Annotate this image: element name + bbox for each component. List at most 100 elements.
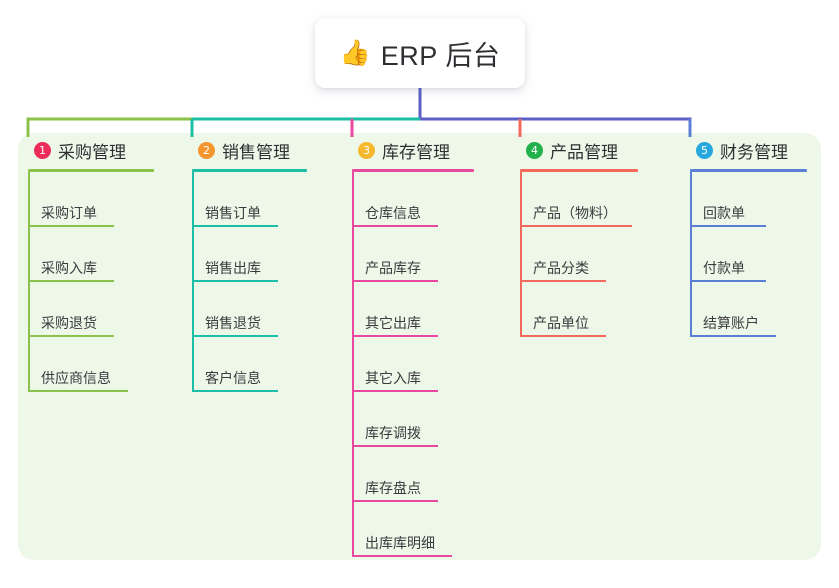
list-item-underline — [28, 225, 114, 227]
list-item[interactable]: 产品（物料） — [510, 172, 638, 227]
list-item[interactable]: 出库库明细 — [342, 502, 474, 557]
root-node-title: ERP 后台 — [380, 40, 501, 71]
root-node-erp-backend[interactable]: 👍 ERP 后台 — [315, 18, 525, 88]
list-item-underline — [352, 225, 438, 227]
list-item[interactable]: 客户信息 — [182, 337, 307, 392]
list-item-label: 产品单位 — [533, 315, 589, 331]
column-spine — [28, 172, 30, 392]
list-item-label: 出库库明细 — [365, 535, 435, 551]
list-item-label: 产品库存 — [365, 260, 421, 276]
column-badge-5: 5 — [696, 141, 713, 159]
list-item-label: 产品分类 — [533, 260, 589, 276]
list-item[interactable]: 采购退货 — [18, 282, 154, 337]
list-item[interactable]: 库存调拨 — [342, 392, 474, 447]
column-title: 产品管理 — [550, 142, 618, 162]
list-item-label: 付款单 — [703, 260, 745, 276]
list-item-underline — [192, 335, 278, 337]
column-header-3[interactable]: 3 库存管理 — [342, 133, 474, 167]
column-items: 销售订单销售出库销售退货客户信息 — [182, 172, 307, 392]
list-item[interactable]: 产品库存 — [342, 227, 474, 282]
column-badge-1: 1 — [34, 141, 51, 159]
list-item-label: 销售出库 — [205, 260, 261, 276]
list-item[interactable]: 销售退货 — [182, 282, 307, 337]
list-item-label: 销售退货 — [205, 315, 261, 331]
list-item-label: 销售订单 — [205, 205, 261, 221]
column-财务管理: 5 财务管理回款单付款单结算账户 — [680, 133, 807, 337]
list-item-label: 采购订单 — [41, 205, 97, 221]
list-item[interactable]: 回款单 — [680, 172, 807, 227]
column-title: 销售管理 — [222, 142, 290, 162]
list-item[interactable]: 付款单 — [680, 227, 807, 282]
list-item-label: 供应商信息 — [41, 370, 111, 386]
list-item[interactable]: 销售订单 — [182, 172, 307, 227]
column-underline — [690, 169, 807, 172]
list-item[interactable]: 其它出库 — [342, 282, 474, 337]
column-spine — [352, 172, 354, 557]
list-item[interactable]: 库存盘点 — [342, 447, 474, 502]
list-item-underline — [192, 280, 278, 282]
list-item-label: 仓库信息 — [365, 205, 421, 221]
column-库存管理: 3 库存管理仓库信息产品库存其它出库其它入库库存调拨库存盘点出库库明细 — [342, 133, 474, 557]
list-item-underline — [520, 280, 606, 282]
column-items: 仓库信息产品库存其它出库其它入库库存调拨库存盘点出库库明细 — [342, 172, 474, 557]
column-badge-4: 4 — [526, 141, 543, 159]
column-header-1[interactable]: 1 采购管理 — [18, 133, 154, 167]
column-spine — [690, 172, 692, 337]
list-item-label: 库存盘点 — [365, 480, 421, 496]
list-item-label: 采购入库 — [41, 260, 97, 276]
column-header-5[interactable]: 5 财务管理 — [680, 133, 807, 167]
list-item[interactable]: 供应商信息 — [18, 337, 154, 392]
list-item-underline — [352, 555, 452, 557]
list-item-underline — [520, 335, 606, 337]
column-title: 库存管理 — [382, 142, 450, 162]
list-item-label: 库存调拨 — [365, 425, 421, 441]
list-item[interactable]: 仓库信息 — [342, 172, 474, 227]
column-header-4[interactable]: 4 产品管理 — [510, 133, 638, 167]
list-item-underline — [690, 280, 766, 282]
column-items: 回款单付款单结算账户 — [680, 172, 807, 337]
list-item-underline — [28, 390, 128, 392]
list-item-label: 产品（物料） — [533, 205, 617, 221]
list-item[interactable]: 其它入库 — [342, 337, 474, 392]
list-item-label: 回款单 — [703, 205, 745, 221]
column-items: 产品（物料） 产品分类产品单位 — [510, 172, 638, 337]
list-item[interactable]: 结算账户 — [680, 282, 807, 337]
list-item-underline — [690, 225, 766, 227]
column-title: 采购管理 — [58, 142, 126, 162]
list-item-underline — [352, 390, 438, 392]
column-badge-3: 3 — [358, 141, 375, 159]
column-underline — [28, 169, 154, 172]
list-item-label: 其它入库 — [365, 370, 421, 386]
column-spine — [520, 172, 522, 337]
list-item-underline — [352, 445, 438, 447]
list-item-underline — [352, 500, 438, 502]
diagram-panel-background — [18, 133, 821, 560]
list-item-label: 其它出库 — [365, 315, 421, 331]
column-采购管理: 1 采购管理采购订单采购入库采购退货供应商信息 — [18, 133, 154, 392]
list-item[interactable]: 产品分类 — [510, 227, 638, 282]
list-item-underline — [192, 390, 278, 392]
column-container: 1 采购管理采购订单采购入库采购退货供应商信息 2 销售管理销售订单销售出库销售退货客… — [18, 133, 821, 560]
column-title: 财务管理 — [720, 142, 788, 162]
list-item-label: 结算账户 — [703, 315, 759, 331]
list-item-underline — [192, 225, 278, 227]
list-item-underline — [690, 335, 776, 337]
column-产品管理: 4 产品管理产品（物料） 产品分类产品单位 — [510, 133, 638, 337]
column-underline — [192, 169, 307, 172]
column-spine — [192, 172, 194, 392]
column-header-2[interactable]: 2 销售管理 — [182, 133, 307, 167]
column-underline — [520, 169, 638, 172]
column-underline — [352, 169, 474, 172]
list-item-underline — [352, 280, 438, 282]
list-item-label: 采购退货 — [41, 315, 97, 331]
list-item[interactable]: 销售出库 — [182, 227, 307, 282]
list-item-underline — [28, 280, 114, 282]
list-item[interactable]: 采购入库 — [18, 227, 154, 282]
list-item-underline — [520, 225, 632, 227]
column-badge-2: 2 — [198, 141, 215, 159]
thumbs-up-icon: 👍 — [339, 38, 371, 67]
list-item-label: 客户信息 — [205, 370, 261, 386]
list-item-underline — [28, 335, 114, 337]
list-item[interactable]: 采购订单 — [18, 172, 154, 227]
list-item[interactable]: 产品单位 — [510, 282, 638, 337]
